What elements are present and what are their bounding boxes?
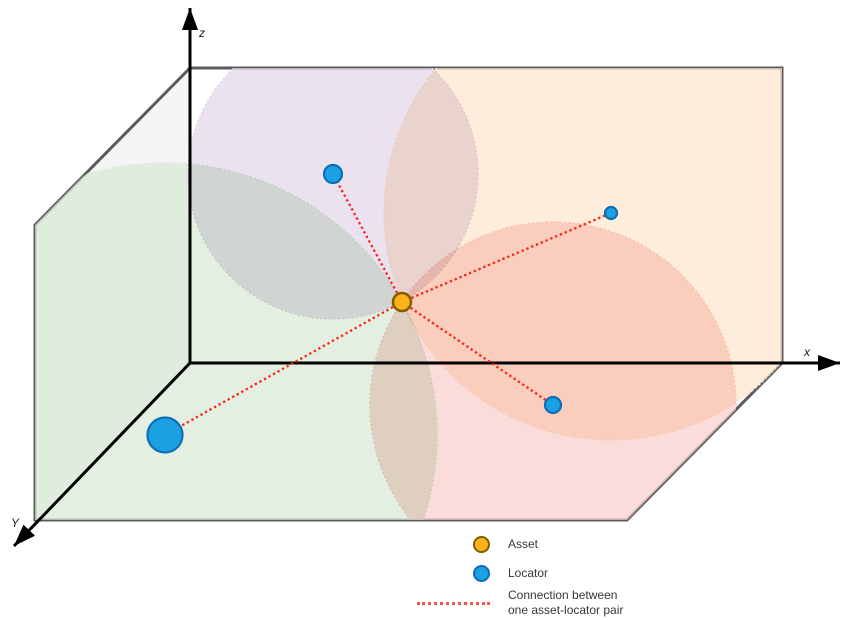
axes: xYz bbox=[11, 8, 840, 548]
connection-line bbox=[331, 173, 404, 303]
connection-line bbox=[164, 300, 403, 437]
legend-label-locator: Locator bbox=[508, 566, 549, 580]
legend-label-connection-line2: one asset-locator pair bbox=[508, 603, 624, 617]
legend-swatch-cell bbox=[404, 536, 490, 553]
asset-dot bbox=[391, 291, 413, 313]
axis-label-z: z bbox=[198, 26, 205, 40]
locator-dot bbox=[322, 163, 344, 185]
locator-dot bbox=[146, 416, 184, 454]
legend-row-asset: Asset bbox=[404, 536, 538, 553]
legend-label-connection: Connection between one asset-locator pai… bbox=[508, 588, 623, 618]
y-axis bbox=[12, 361, 192, 548]
connection-line bbox=[401, 301, 554, 406]
legend-label-asset: Asset bbox=[508, 537, 539, 551]
asset-legend-icon bbox=[473, 536, 490, 553]
connection-legend-icon bbox=[417, 601, 490, 605]
connections bbox=[164, 173, 612, 437]
axis-label-y: Y bbox=[11, 516, 20, 530]
axis-label-x: x bbox=[803, 345, 811, 359]
legend-swatch-cell bbox=[404, 601, 490, 605]
legend-row-connection: Connection between one asset-locator pai… bbox=[404, 588, 623, 618]
connection-line bbox=[401, 211, 612, 304]
locator-dot bbox=[603, 205, 619, 221]
locator-dot bbox=[543, 395, 563, 415]
locator-legend-icon bbox=[473, 565, 490, 582]
legend-label-connection-line1: Connection between bbox=[508, 588, 618, 602]
legend-swatch-cell bbox=[404, 565, 490, 582]
legend-row-locator: Locator bbox=[404, 565, 548, 582]
